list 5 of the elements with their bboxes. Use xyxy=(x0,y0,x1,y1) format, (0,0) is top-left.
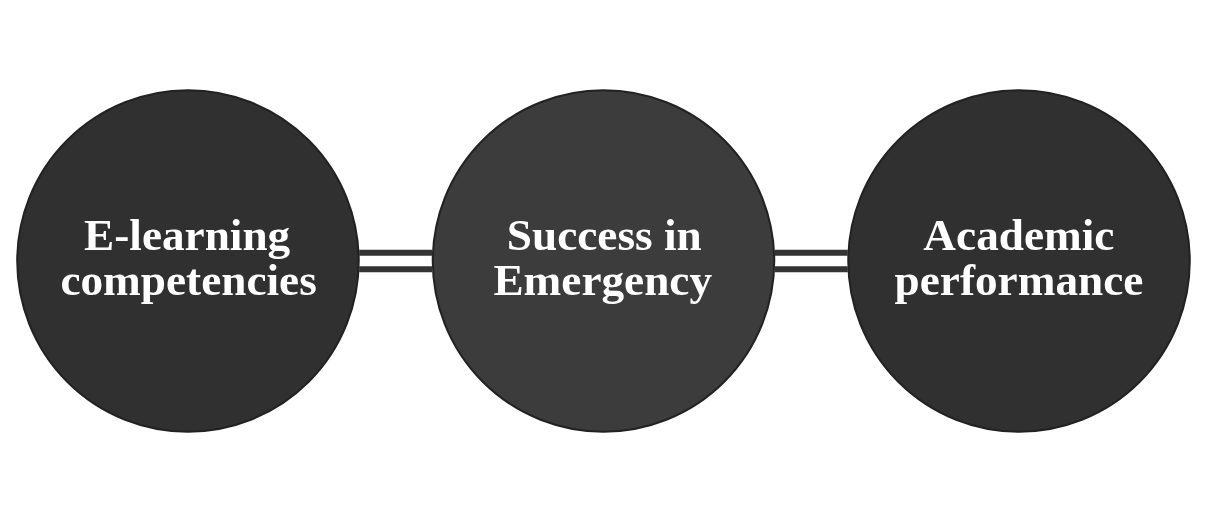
node-circle: Academic performance xyxy=(846,89,1191,433)
connector xyxy=(774,249,848,273)
node-circle: Success in Emergency xyxy=(431,89,775,433)
node-circle: E-learning competencies xyxy=(15,89,360,433)
connector xyxy=(358,249,432,273)
